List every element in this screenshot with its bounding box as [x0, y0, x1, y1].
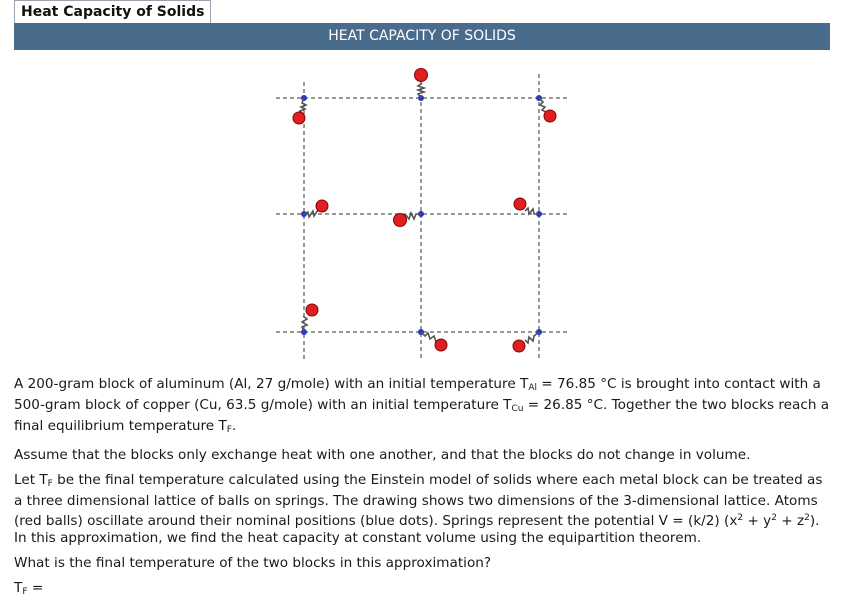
lattice-figure [276, 68, 570, 360]
atom [543, 109, 557, 123]
atom [393, 213, 407, 227]
page-title-banner: HEAT CAPACITY OF SOLIDS [14, 23, 830, 50]
lattice-site-1-2 [414, 68, 428, 101]
lattice-site-2-1 [301, 199, 329, 220]
atom [414, 68, 428, 82]
lattice-site-2-3 [513, 197, 542, 217]
atom [305, 303, 319, 317]
lattice-site-3-1 [300, 303, 319, 335]
problem-paragraph-1: A 200-gram block of aluminum (Al, 27 g/m… [14, 376, 830, 435]
atom [513, 197, 527, 211]
atom [512, 339, 526, 353]
tab-heat-capacity[interactable]: Heat Capacity of Solids [14, 0, 212, 23]
atom [315, 199, 329, 213]
lattice-site-1-3 [536, 95, 557, 123]
atom [434, 338, 448, 352]
lattice-site-3-2 [418, 329, 448, 352]
problem-text: A 200-gram block of aluminum (Al, 27 g/m… [14, 376, 832, 609]
question-text: What is the final temperature of the two… [14, 555, 492, 571]
problem-paragraph-2: Assume that the blocks only exchange hea… [14, 447, 751, 463]
lattice-site-1-1 [292, 95, 308, 125]
atom [292, 111, 306, 125]
lattice-site-2-2 [393, 210, 424, 227]
problem-paragraph-3: Let TF be the final temperature calculat… [14, 472, 823, 546]
lattice-site-3-3 [512, 329, 542, 353]
answer-label: TF = [14, 580, 44, 597]
lattice-grid [276, 74, 570, 360]
